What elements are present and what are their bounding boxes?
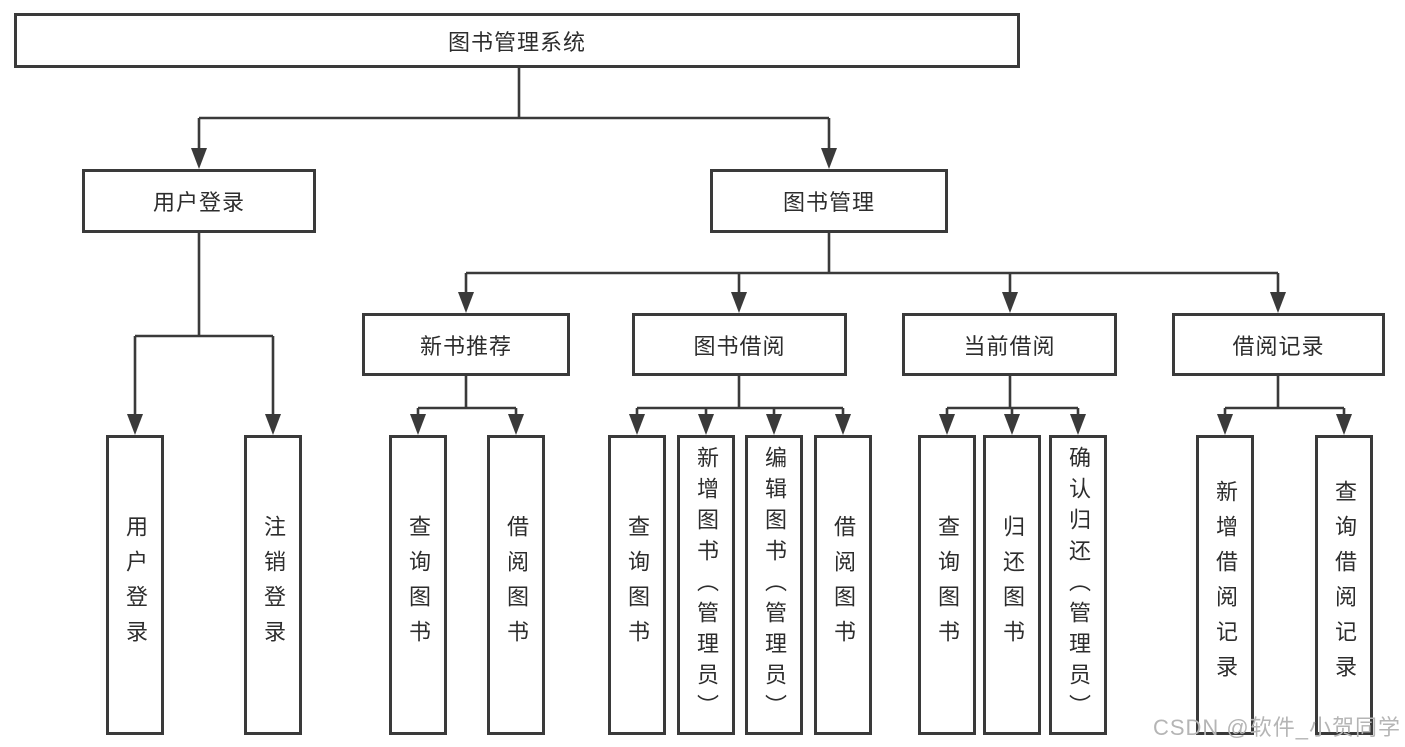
node-label: 用户登录 (123, 515, 148, 655)
node-leaf-confirm-return-admin: 确认归还（管理员） (1049, 435, 1107, 735)
node-leaf-query-books-2: 查询图书 (608, 435, 666, 735)
node-label: 借阅记录 (1232, 333, 1325, 359)
node-label: 当前借阅 (963, 333, 1056, 359)
node-new-book-recommend: 新书推荐 (362, 313, 570, 376)
node-leaf-query-books-1: 查询图书 (389, 435, 447, 735)
node-leaf-logout: 注销登录 (244, 435, 302, 735)
node-user-login: 用户登录 (82, 169, 316, 233)
node-leaf-edit-books-admin: 编辑图书（管理员） (745, 435, 803, 735)
node-label: 用户登录 (152, 190, 245, 215)
node-label: 查询图书 (406, 515, 431, 655)
node-label: 查询借阅记录 (1332, 480, 1357, 690)
node-label: 新增图书（管理员） (694, 445, 719, 725)
node-leaf-query-borrow-record: 查询借阅记录 (1315, 435, 1373, 735)
node-leaf-add-books-admin: 新增图书（管理员） (677, 435, 735, 735)
node-label: 查询图书 (625, 515, 650, 655)
node-label: 借阅图书 (504, 515, 529, 655)
node-leaf-query-books-3: 查询图书 (918, 435, 976, 735)
node-book-management: 图书管理 (710, 169, 948, 233)
node-leaf-user-login: 用户登录 (106, 435, 164, 735)
node-label: 借阅图书 (831, 515, 856, 655)
node-leaf-return-books: 归还图书 (983, 435, 1041, 735)
node-label: 确认归还（管理员） (1066, 445, 1091, 725)
node-leaf-borrow-books-2: 借阅图书 (814, 435, 872, 735)
node-label: 查询图书 (935, 515, 960, 655)
node-leaf-add-borrow-record: 新增借阅记录 (1196, 435, 1254, 735)
node-current-borrow: 当前借阅 (902, 313, 1117, 376)
node-label: 新书推荐 (419, 333, 512, 359)
node-leaf-borrow-books-1: 借阅图书 (487, 435, 545, 735)
node-label: 归还图书 (1000, 515, 1025, 655)
node-label: 编辑图书（管理员） (762, 445, 787, 725)
node-label: 图书管理系统 (447, 29, 586, 55)
node-label: 图书借阅 (693, 333, 786, 359)
node-book-borrow: 图书借阅 (632, 313, 847, 376)
node-borrow-records: 借阅记录 (1172, 313, 1385, 376)
node-root-library-system: 图书管理系统 (14, 13, 1020, 68)
node-label: 图书管理 (782, 190, 875, 215)
csdn-watermark: CSDN @软件_小贺同学 (1152, 715, 1401, 740)
node-label: 新增借阅记录 (1213, 480, 1238, 690)
node-label: 注销登录 (261, 515, 286, 655)
